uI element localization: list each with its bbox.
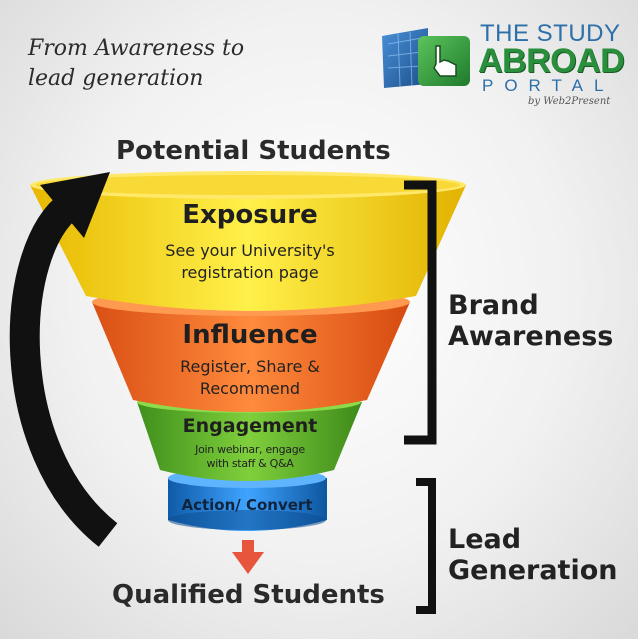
- stage-engagement-title: Engagement: [182, 415, 318, 437]
- brand-awareness-bracket: [404, 180, 437, 445]
- stage-influence-desc-line2: Recommend: [199, 379, 301, 398]
- logo-byline: by Web2Present: [528, 96, 611, 107]
- qualified-students-label: Qualified Students: [112, 580, 385, 610]
- stage-engagement-desc: Join webinar, engage with staff & Q&A: [165, 443, 335, 471]
- lead-generation-line2: Generation: [448, 555, 618, 586]
- feedback-loop-arrow: [9, 172, 118, 547]
- stage-influence-desc-line1: Register, Share &: [180, 357, 320, 376]
- lead-generation-line1: Lead: [448, 524, 522, 555]
- potential-students-label: Potential Students: [116, 136, 391, 166]
- down-arrow-icon: [232, 540, 264, 574]
- stage-exposure-desc: See your University's registration page: [130, 240, 370, 284]
- stage-engagement-desc-line1: Join webinar, engage: [195, 443, 305, 456]
- stage-exposure-desc-line1: See your University's: [165, 241, 335, 260]
- stage-exposure-desc-line2: registration page: [181, 263, 319, 282]
- stage-action-title: Action/ Convert: [181, 496, 313, 514]
- stage-exposure-title: Exposure: [182, 200, 318, 230]
- brand-awareness-label: Brand Awareness: [448, 290, 613, 352]
- tagline: From Awareness to lead generation: [28, 34, 268, 94]
- lead-generation-bracket: [416, 478, 436, 614]
- study-abroad-portal-logo: THE STUDY ABROAD PORTAL by Web2Present: [378, 20, 625, 110]
- stage-influence-desc: Register, Share & Recommend: [150, 356, 350, 400]
- tagline-line1: From Awareness to: [28, 36, 245, 61]
- logo-line2: ABROAD: [478, 42, 625, 80]
- brand-awareness-line2: Awareness: [448, 321, 614, 352]
- lead-generation-label: Lead Generation: [448, 524, 617, 586]
- logo-hand-cursor-icon: [382, 28, 470, 88]
- brand-awareness-line1: Brand: [448, 290, 539, 321]
- logo-line3: PORTAL: [482, 76, 615, 95]
- tagline-line2: lead generation: [28, 66, 204, 91]
- funnel-stage-exposure: [30, 171, 466, 311]
- stage-engagement-desc-line2: with staff & Q&A: [206, 457, 294, 470]
- logo-line1: THE STUDY: [480, 20, 621, 47]
- stage-influence-title: Influence: [182, 320, 318, 350]
